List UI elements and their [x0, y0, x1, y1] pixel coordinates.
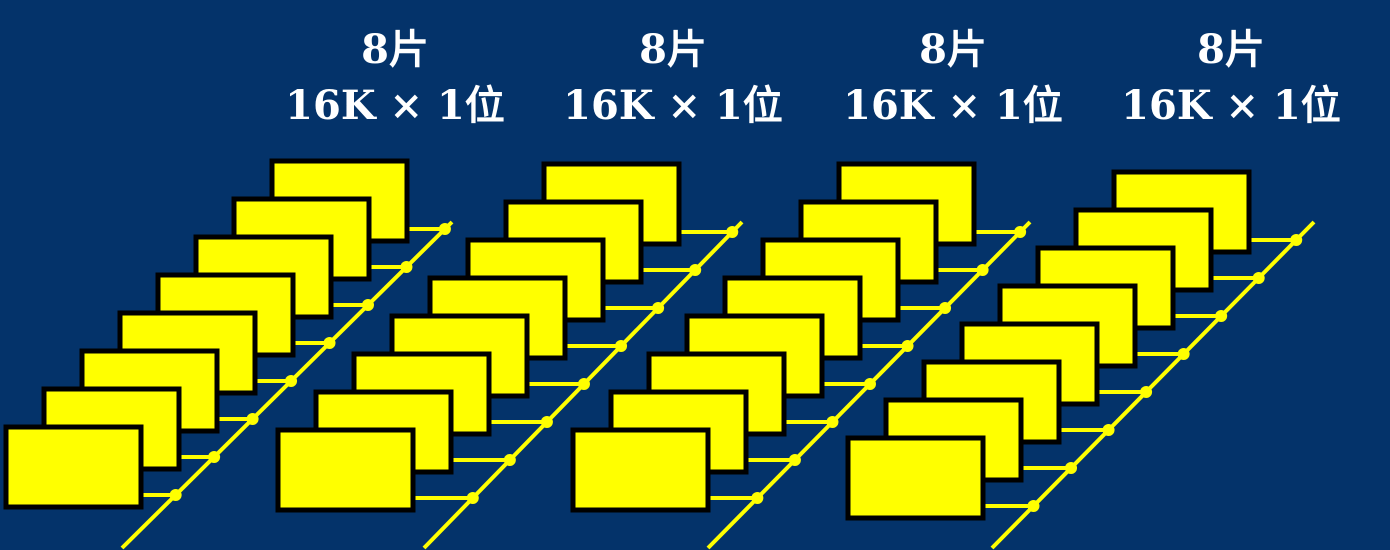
group-4-spec-label: 16K × 1位	[1121, 82, 1341, 129]
memory-chip	[3, 424, 144, 510]
group-3-count-label: 8片	[919, 26, 987, 73]
group-2-spec-label: 16K × 1位	[563, 82, 783, 129]
chip-group-3	[570, 161, 1032, 550]
group-1-label: 8片 16K × 1位	[270, 22, 520, 134]
memory-chip	[275, 427, 416, 513]
memory-chip	[845, 435, 986, 521]
group-3-label: 8片 16K × 1位	[828, 22, 1078, 134]
bus-line	[120, 220, 454, 550]
bus-line	[706, 220, 1032, 550]
bus-line	[422, 220, 744, 550]
chip-group-2	[275, 161, 744, 550]
bus-line	[990, 220, 1316, 550]
chip-group-1	[3, 158, 454, 550]
group-2-count-label: 8片	[639, 26, 707, 73]
chip-group-4	[845, 169, 1316, 550]
group-4-label: 8片 16K × 1位	[1106, 22, 1356, 134]
memory-chip	[570, 427, 711, 513]
group-1-spec-label: 16K × 1位	[285, 82, 505, 129]
group-1-count-label: 8片	[361, 26, 429, 73]
group-2-label: 8片 16K × 1位	[548, 22, 798, 134]
group-3-spec-label: 16K × 1位	[843, 82, 1063, 129]
group-4-count-label: 8片	[1197, 26, 1265, 73]
